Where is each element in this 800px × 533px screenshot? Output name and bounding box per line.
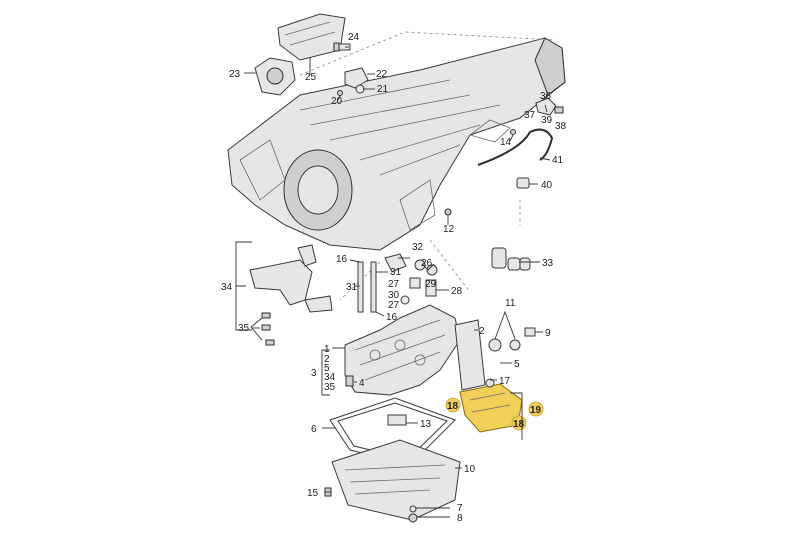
callout-27b: 27	[388, 300, 400, 311]
bracket-32	[384, 253, 407, 273]
callout-28: 28	[451, 286, 463, 297]
callout-24: 24	[348, 32, 360, 43]
seal-7	[409, 505, 417, 513]
callout-11: 11	[505, 298, 516, 309]
callout-8: 8	[457, 513, 463, 524]
callout-18b: 18	[513, 419, 525, 430]
callout-18a: 18	[447, 401, 459, 412]
highlight-marker-18a	[445, 397, 461, 413]
bolt-4	[345, 375, 354, 387]
screw-12	[444, 208, 452, 216]
callout-38: 38	[555, 121, 567, 132]
callout-16b: 16	[386, 312, 398, 323]
callout-22: 22	[376, 69, 388, 80]
callout-19: 19	[530, 405, 542, 416]
bolts-35	[261, 312, 275, 346]
callout-4: 4	[359, 378, 365, 389]
screw-14	[510, 129, 516, 135]
callout-2b: 2	[324, 354, 330, 365]
transmission-housing	[227, 37, 566, 251]
highlight-marker-19	[528, 401, 544, 417]
callout-34b: 34	[324, 372, 336, 383]
callout-1: 1	[324, 344, 330, 355]
callout-5b: 5	[324, 363, 330, 374]
magnet-13	[387, 414, 407, 426]
accumulator-33	[491, 247, 531, 271]
callout-2: 2	[479, 326, 485, 337]
solenoid-11	[488, 327, 536, 352]
callout-17: 17	[499, 376, 511, 387]
callout-7: 7	[457, 503, 463, 514]
oil-pan	[331, 439, 461, 521]
seals-26-30	[400, 259, 438, 305]
highlight-marker-18b	[511, 415, 527, 431]
bearing-bracket	[254, 57, 296, 96]
speed-sensor	[535, 97, 564, 116]
callout-6: 6	[311, 424, 317, 435]
callout-33: 33	[542, 258, 554, 269]
callout-27a: 27	[388, 279, 400, 290]
oil-pipes-16	[357, 261, 377, 313]
callout-26: 26	[421, 258, 433, 269]
callout-35b: 35	[324, 382, 336, 393]
callout-21: 21	[377, 84, 389, 95]
callout-31b: 31	[346, 282, 358, 293]
callout-9: 9	[545, 328, 551, 339]
wiring-harness	[477, 128, 554, 166]
callout-29: 29	[425, 279, 437, 290]
callout-41: 41	[552, 155, 564, 166]
callout-16a: 16	[336, 254, 348, 265]
callout-40: 40	[541, 180, 553, 191]
sensor-40	[516, 177, 530, 189]
callout-32: 32	[412, 242, 424, 253]
callout-34: 34	[221, 282, 233, 293]
callout-13: 13	[420, 419, 432, 430]
callout-12: 12	[443, 224, 455, 235]
seal-21	[355, 84, 365, 94]
callout-30: 30	[388, 290, 400, 301]
callout-5: 5	[514, 359, 520, 370]
callout-labels: 24 23 25 22 21 20 36 37 39 38 14 41 40 1…	[221, 32, 567, 524]
callout-35: 35	[238, 323, 250, 334]
callout-25: 25	[305, 72, 317, 83]
sensor-bracket-22	[344, 67, 369, 89]
callout-15: 15	[307, 488, 319, 499]
pan-gasket	[329, 397, 456, 466]
drain-plug-8	[408, 513, 418, 523]
callout-10: 10	[464, 464, 476, 475]
bracket-cover	[277, 13, 346, 61]
oil-filter-highlight	[459, 378, 523, 433]
callout-14: 14	[500, 137, 512, 148]
callout-31a: 31	[390, 267, 402, 278]
callout-23: 23	[229, 69, 241, 80]
callout-39: 39	[541, 115, 553, 126]
bolt-24	[333, 42, 351, 52]
screw-20	[337, 90, 343, 96]
callout-37: 37	[524, 110, 536, 121]
leader-lines	[235, 46, 551, 518]
callout-3: 3	[311, 368, 317, 379]
callout-20: 20	[331, 96, 343, 107]
valve-body	[344, 304, 461, 396]
mechatronic-plate	[454, 319, 486, 391]
wiring-bracket-34	[249, 244, 333, 313]
callout-36: 36	[540, 91, 552, 102]
